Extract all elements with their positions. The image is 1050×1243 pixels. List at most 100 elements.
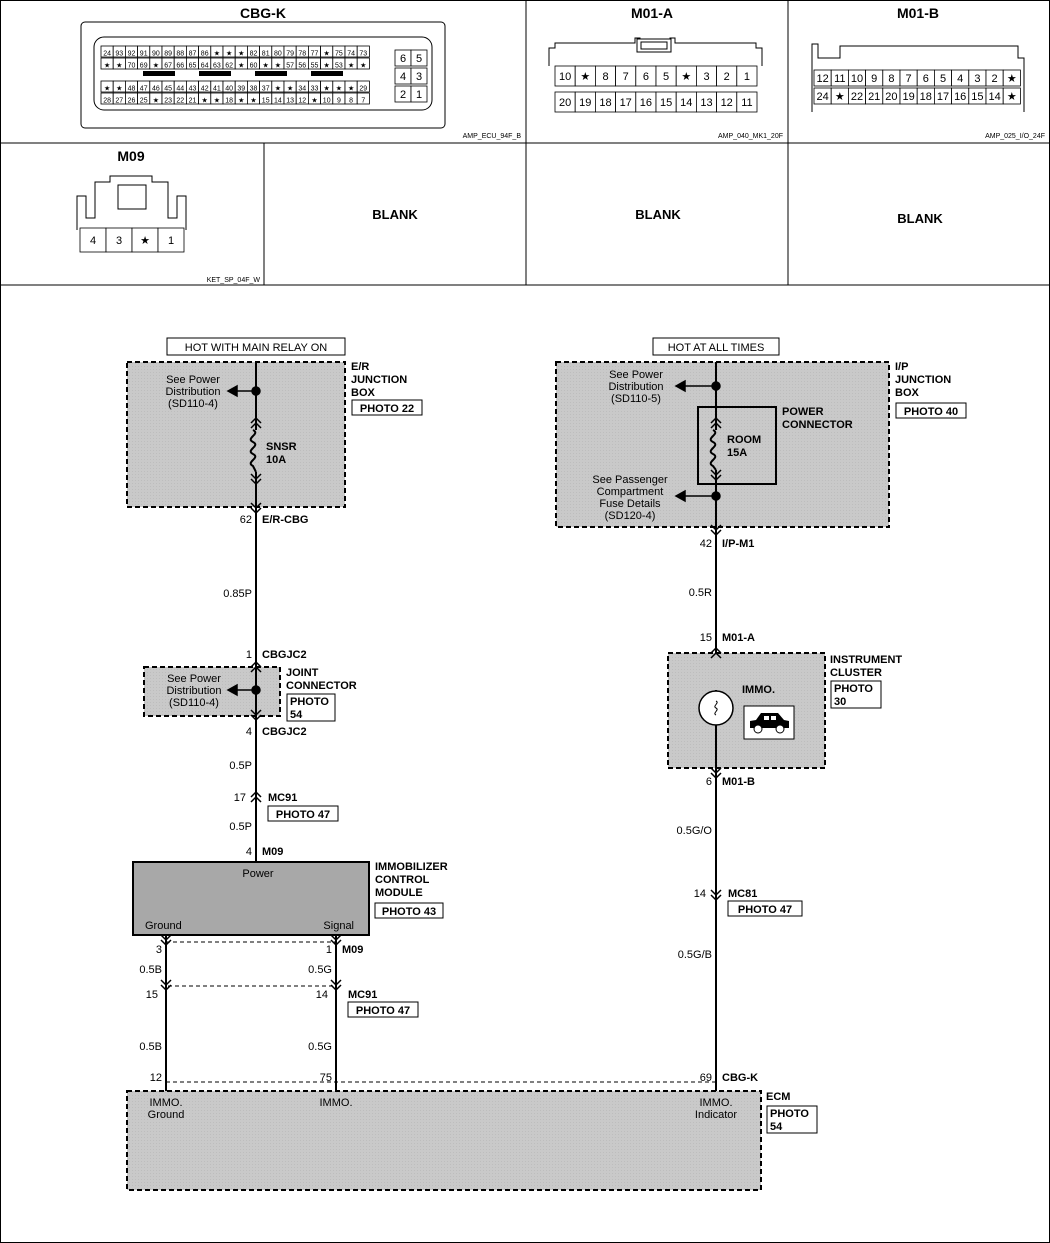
cbgk-pin-label: ★: [226, 50, 232, 58]
joint-photo-1: PHOTO: [290, 696, 329, 708]
m09-top-pin: 4: [246, 846, 252, 858]
cbgk-pin-label: 34: [298, 86, 306, 93]
imm-signal-label: Signal: [323, 920, 354, 932]
m01b-pin-label: ★: [1007, 73, 1017, 85]
m01a-pin-label: 18: [599, 97, 611, 109]
cbgk-pin-label: ★: [238, 97, 244, 105]
connector-chevrons: [160, 416, 722, 992]
m01a-pin-label: 13: [700, 97, 712, 109]
cbgk-pin-label: 42: [201, 86, 209, 93]
m01b-pin-label: 14: [988, 91, 1000, 103]
connector-chevron: [710, 889, 722, 902]
cbgk-pin-label: 25: [140, 98, 148, 105]
cbgk-key: [311, 71, 343, 76]
ecm-label: ECM: [766, 1091, 790, 1103]
cbgk-pin-label: ★: [324, 50, 330, 58]
cbgk-key: [255, 71, 287, 76]
cbgk-pin-label: ★: [360, 62, 366, 70]
m01b-pin-label: 3: [974, 73, 980, 85]
cbgjc2-bot-name: CBGJC2: [262, 726, 307, 738]
cbgk-pin-label: 12: [298, 98, 306, 105]
cbgk-pin-label: 33: [311, 86, 319, 93]
cbgk-pin-label: ★: [238, 50, 244, 58]
m01a-pin-label: 6: [643, 71, 649, 83]
er-cbg-pin: 62: [240, 514, 252, 526]
er-junction-box: E/R JUNCTION BOX PHOTO 22 See Power Dist…: [126, 361, 423, 508]
see-pd-1-line3: (SD110-4): [168, 398, 218, 410]
cbgk-pin-label: 37: [262, 86, 270, 93]
m09-pin-label: 1: [168, 235, 174, 247]
mc91-a-pin: 17: [234, 792, 246, 804]
cbgk-pin-label: 43: [189, 86, 197, 93]
m01b-pin-label: 7: [906, 73, 912, 85]
m01a-pin-cell: [736, 91, 758, 113]
m01b-pin-label: 9: [871, 73, 877, 85]
cbgk-side-pin-cell: [410, 49, 428, 67]
cbgk-pin-label: 86: [201, 51, 209, 58]
ecm-indicator-label-1: IMMO.: [700, 1097, 733, 1109]
cbgk-pin-label: 18: [225, 98, 233, 105]
blank-cell-1: BLANK: [372, 207, 418, 222]
ip-m1-name: I/P-M1: [722, 538, 754, 550]
wire-05g-b: 0.5G: [308, 1041, 332, 1053]
connector-m01-a-title: M01-A: [631, 5, 673, 21]
cluster-immo-label: IMMO.: [742, 684, 775, 696]
cbgk-pin-label: ★: [116, 85, 122, 93]
fuse-room-amps: 15A: [727, 447, 747, 459]
m01a-pin-label: 8: [602, 71, 608, 83]
cbgk-pin-label: 92: [128, 51, 136, 58]
cbgk-pin-label: 26: [128, 98, 136, 105]
cbgk-side-pin-label: 3: [416, 71, 422, 83]
wire-085p: 0.85P: [223, 588, 252, 600]
connector-chevron: [250, 660, 262, 673]
m01b-pin-label: 16: [954, 91, 966, 103]
ip-junction-box: I/P JUNCTION BOX PHOTO 40 See Power Dist…: [555, 361, 967, 528]
cbgk-pin-label: 88: [176, 51, 184, 58]
m01b-pin-label: ★: [835, 91, 845, 103]
m01b-pin-label: 2: [992, 73, 998, 85]
wire-05p-a: 0.5P: [229, 760, 252, 772]
cbgk-pin-label: 80: [274, 51, 282, 58]
m09-top-name: M09: [262, 846, 283, 858]
m09-pin-cell: [131, 227, 159, 253]
m01a-pin-label: ★: [580, 71, 590, 83]
er-box-photo: PHOTO 22: [360, 403, 414, 415]
cbgk-pin-label: 27: [115, 98, 123, 105]
er-cbg-name: E/R-CBG: [262, 514, 308, 526]
m01a-pin-label: 11: [741, 97, 752, 109]
fuse-room-label: ROOM: [727, 434, 761, 446]
cbgk-pin-label: 73: [359, 51, 367, 58]
cbgk-pin-label: 8: [349, 98, 353, 105]
cbgk-key: [199, 71, 231, 76]
mc91-b-pin14: 14: [316, 989, 328, 1001]
joint-connector: JOINT CONNECTOR PHOTO 54 See Power Distr…: [143, 666, 357, 722]
see-pd-1-line2: Distribution: [165, 386, 220, 398]
mc91-b-pin15: 15: [146, 989, 158, 1001]
wire-05g-a: 0.5G: [308, 964, 332, 976]
cbgk-pin-label: 69: [140, 63, 148, 70]
m01b-pin: 6: [706, 776, 712, 788]
cbgk-pin-label: 48: [128, 86, 136, 93]
cbgk-pin-label: 47: [140, 86, 148, 93]
cbgk-pin-label: 82: [250, 51, 258, 58]
m09-pin1-name: M09: [342, 944, 363, 956]
cbgk-pin-label: 57: [286, 63, 294, 70]
pin-labels: 62 E/R-CBG 0.85P 1 CBGJC2 4 CBGJC2 0.5P …: [139, 514, 803, 1084]
m01a-pin-label: 10: [559, 71, 571, 83]
cbgk-pin-label: 45: [164, 86, 172, 93]
cbgk-pin-label: 21: [189, 98, 197, 105]
cbgk-pin-label: 90: [152, 51, 160, 58]
connector-chevron: [710, 469, 722, 482]
cbgk-key: [143, 71, 175, 76]
cbgk-pin-label: ★: [238, 62, 244, 70]
cbgk-pin-label: ★: [348, 62, 354, 70]
m01b-pin-label: 11: [834, 73, 845, 85]
cbgk-pin-cell: [356, 92, 370, 105]
cbgk-pin-label: 39: [237, 86, 245, 93]
cbgk-side-pin-label: 6: [400, 53, 406, 65]
cbgk-pin-label: 75: [335, 51, 343, 58]
fuse-snsr-amps: 10A: [266, 454, 286, 466]
